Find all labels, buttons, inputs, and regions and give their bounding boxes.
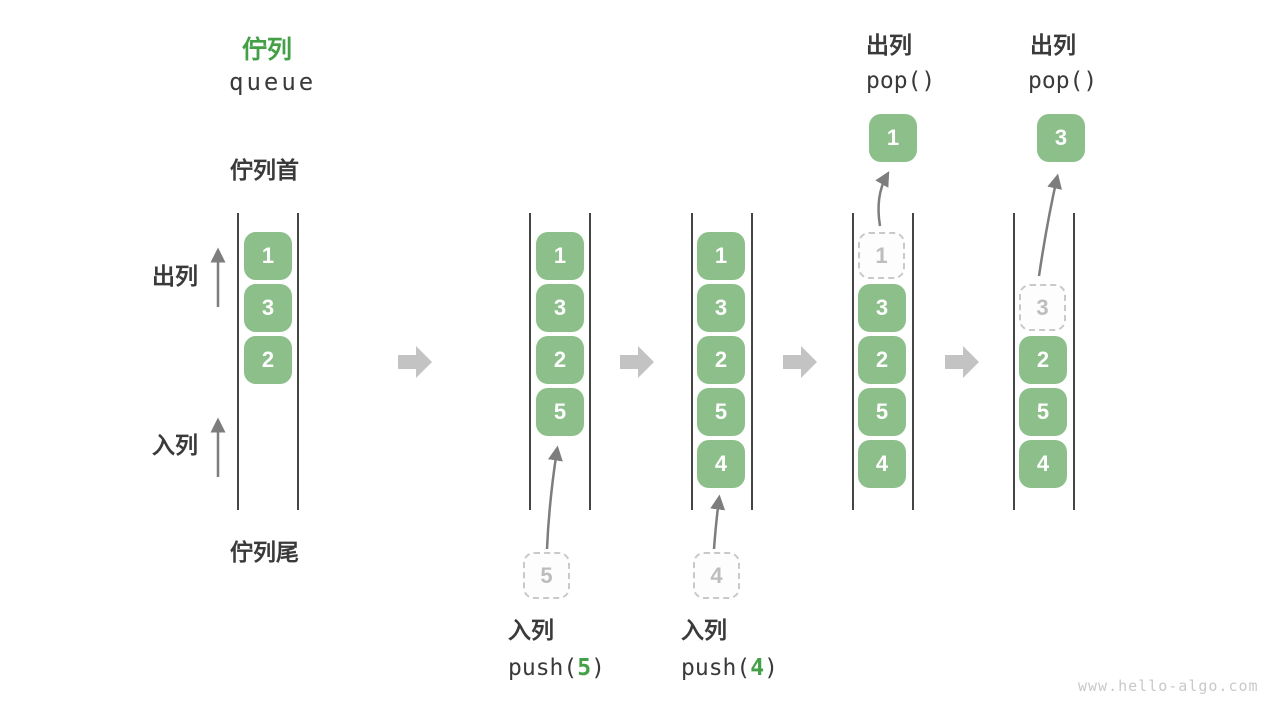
queue-cell: 5 — [536, 388, 584, 436]
push-fn: push( — [681, 655, 751, 681]
staged-push-value: 5 — [523, 552, 570, 599]
pop-arrow-icon — [1037, 173, 1062, 277]
diagram-subtitle: queue — [229, 68, 317, 96]
push-arg: 4 — [750, 655, 765, 681]
queue-cell: 4 — [1019, 440, 1067, 488]
push-arrow-icon — [545, 445, 563, 550]
queue-cell: 5 — [1019, 388, 1067, 436]
queue-cell: 3 — [244, 284, 292, 332]
push-fn: push( — [508, 655, 578, 681]
pop-caption-call: pop() — [1028, 68, 1098, 94]
pop-caption-label: 出列 — [866, 32, 912, 58]
watermark: www.hello-algo.com — [1078, 677, 1259, 695]
dequeue-label: 出列 — [152, 263, 198, 289]
queue-cell: 1 — [536, 232, 584, 280]
push-caption-call: push(5) — [508, 655, 605, 681]
queue-wall — [852, 213, 854, 510]
queue-wall — [1073, 213, 1075, 510]
queue-cell: 2 — [536, 336, 584, 384]
queue-cell: 2 — [244, 336, 292, 384]
queue-cell: 3 — [697, 284, 745, 332]
push-arg: 5 — [577, 655, 592, 681]
queue-cell: 5 — [697, 388, 745, 436]
pop-arrow-icon — [875, 171, 890, 227]
queue-cell: 5 — [858, 388, 906, 436]
enqueue-label: 入列 — [152, 432, 198, 458]
popped-value-box: 1 — [869, 114, 917, 162]
queue-cell: 3 — [536, 284, 584, 332]
state-transition-arrow-icon — [398, 346, 432, 378]
pop-caption-call: pop() — [866, 68, 936, 94]
queue-wall — [237, 213, 239, 510]
queue-wall — [751, 213, 753, 510]
queue-rear-label: 佇列尾 — [230, 539, 299, 565]
queue-wall — [529, 213, 531, 510]
state-transition-arrow-icon — [945, 346, 979, 378]
queue-wall — [1013, 213, 1015, 510]
push-close: ) — [764, 655, 778, 681]
queue-wall — [589, 213, 591, 510]
staged-push-value: 4 — [693, 552, 740, 599]
diagram-title: 佇列 — [242, 36, 293, 64]
push-caption-label: 入列 — [681, 617, 727, 643]
popped-value-box: 3 — [1037, 114, 1085, 162]
queue-cell: 4 — [858, 440, 906, 488]
queue-wall — [912, 213, 914, 510]
queue-cell-popped: 3 — [1019, 284, 1066, 331]
state-transition-arrow-icon — [783, 346, 817, 378]
queue-cell: 2 — [1019, 336, 1067, 384]
state-transition-arrow-icon — [620, 346, 654, 378]
queue-cell: 4 — [697, 440, 745, 488]
push-caption-call: push(4) — [681, 655, 778, 681]
push-close: ) — [591, 655, 605, 681]
queue-cell: 2 — [697, 336, 745, 384]
queue-cell: 3 — [858, 284, 906, 332]
queue-front-label: 佇列首 — [230, 157, 299, 183]
push-caption-label: 入列 — [508, 617, 554, 643]
queue-cell: 1 — [244, 232, 292, 280]
queue-wall — [691, 213, 693, 510]
pop-caption-label: 出列 — [1030, 32, 1076, 58]
queue-wall — [297, 213, 299, 510]
queue-cell-popped: 1 — [858, 232, 905, 279]
queue-cell: 2 — [858, 336, 906, 384]
queue-cell: 1 — [697, 232, 745, 280]
push-arrow-icon — [710, 494, 726, 550]
